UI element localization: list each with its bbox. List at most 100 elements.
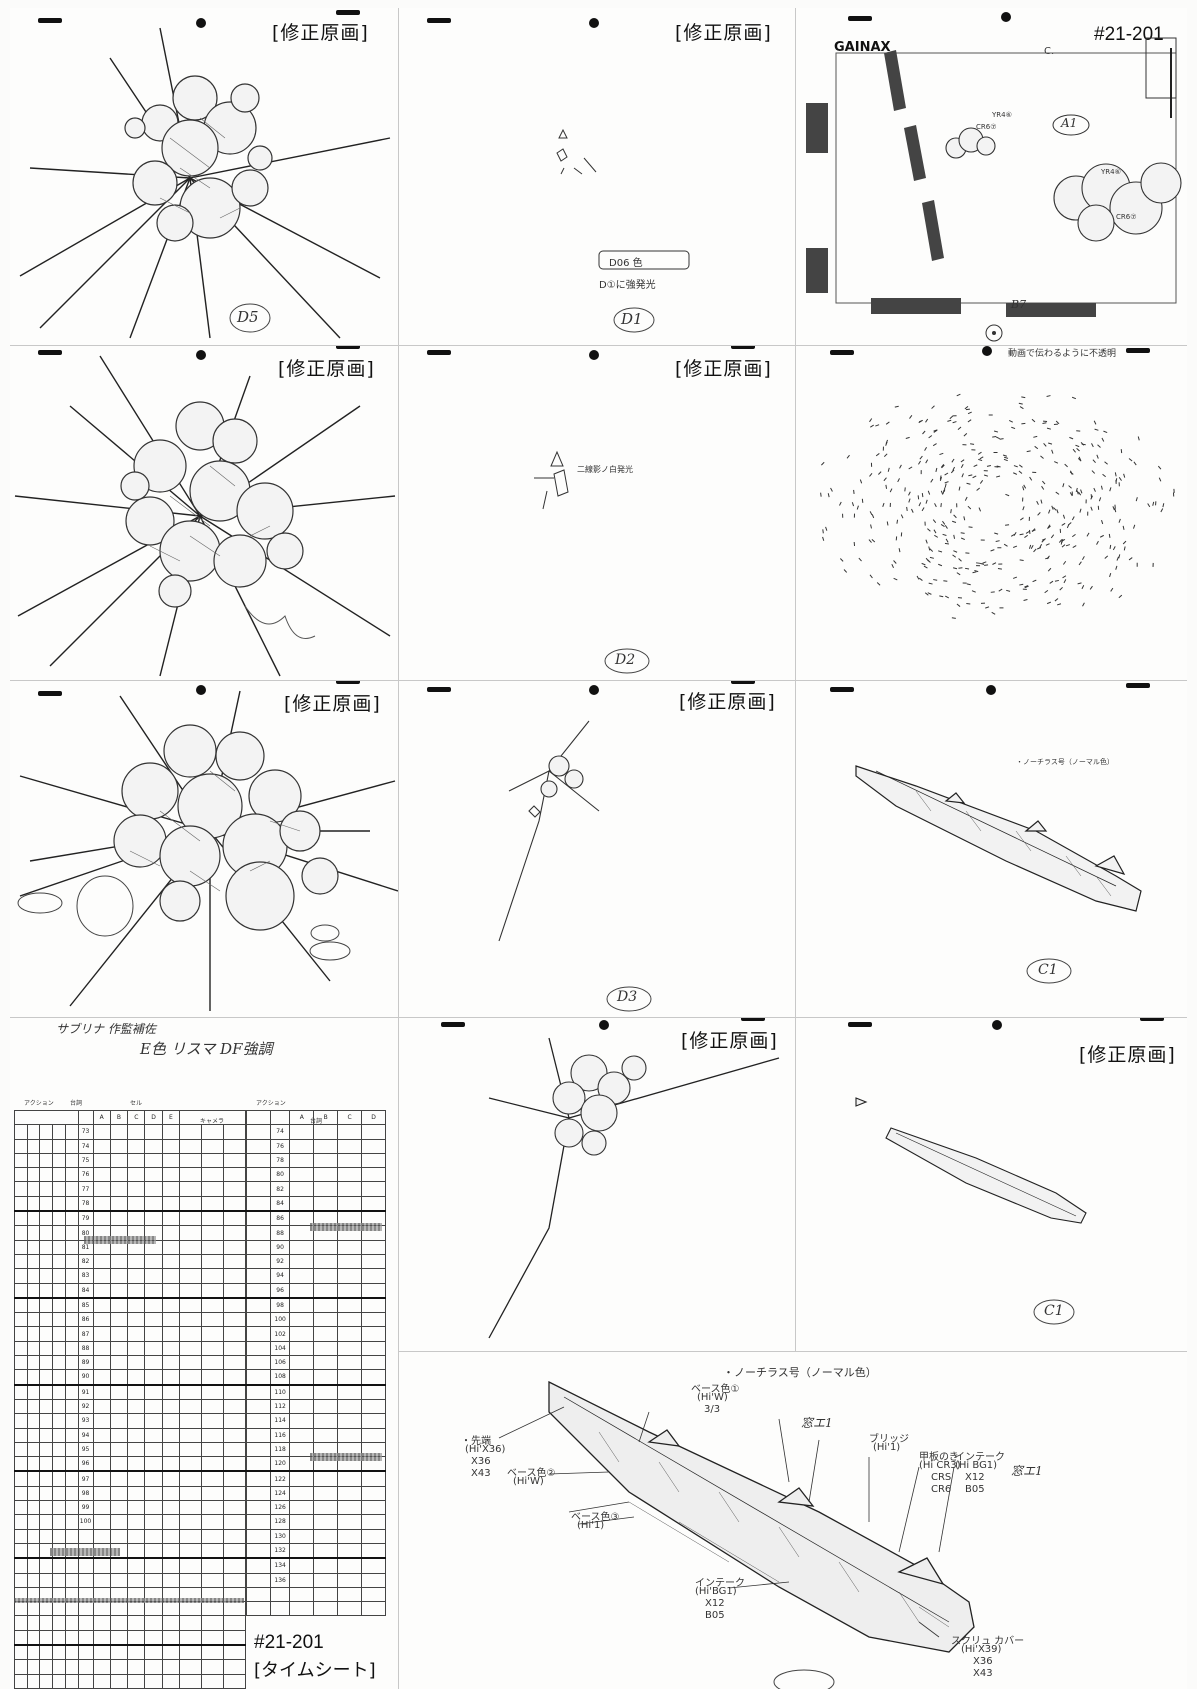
- debris-mark: [1049, 580, 1054, 584]
- debris-mark: [968, 474, 973, 477]
- debris-mark: [956, 603, 961, 607]
- debris-mark: [1033, 548, 1037, 553]
- debris-mark: [1096, 454, 1099, 459]
- timesheet-cell: [179, 1297, 203, 1314]
- drawing-panel-explosion-2: [修正原画]: [10, 346, 398, 680]
- drawing-panel-d3: [修正原画] D3: [399, 681, 795, 1017]
- debris-mark: [869, 418, 873, 423]
- timesheet-cell: [201, 1355, 224, 1371]
- timesheet-frame-number: 110: [269, 1384, 291, 1400]
- annotation-crs: CRS: [931, 1472, 952, 1483]
- peg-bar: [38, 691, 62, 696]
- timesheet-cell: [313, 1427, 339, 1443]
- debris-mark: [953, 534, 956, 539]
- timesheet-cell: [92, 1500, 111, 1516]
- debris-mark: [1047, 567, 1052, 572]
- timesheet-cell: [127, 1572, 146, 1588]
- timesheet-column-header: C: [337, 1109, 363, 1126]
- debris-mark: [977, 451, 982, 455]
- debris-mark: [887, 467, 890, 472]
- debris-mark: [953, 514, 957, 519]
- timesheet-cell: [222, 1355, 247, 1371]
- debris-mark: [1122, 540, 1127, 545]
- debris-mark: [917, 495, 920, 500]
- timesheet-frame-number: 74: [269, 1124, 291, 1140]
- debris-mark: [1061, 538, 1064, 543]
- timesheet-cell: [14, 1500, 28, 1516]
- timesheet-cell: [161, 1225, 181, 1241]
- debris-mark: [1003, 543, 1008, 547]
- debris-mark: [846, 454, 850, 459]
- annotation-intake-x12: X12: [965, 1472, 985, 1483]
- debris-mark: [1092, 459, 1096, 463]
- timesheet-cell: [246, 1369, 271, 1386]
- timesheet-cell: [109, 1312, 129, 1328]
- timesheet-cell: [26, 1557, 41, 1574]
- debris-mark: [1100, 485, 1103, 490]
- timesheet-smear: [14, 1598, 244, 1603]
- debris-mark: [921, 492, 924, 498]
- timesheet-cell: [109, 1601, 129, 1617]
- frame-mark: C.: [1044, 46, 1055, 57]
- timesheet-cell: [179, 1557, 203, 1574]
- timesheet-cell: [92, 1629, 111, 1646]
- debris-mark: [1063, 579, 1067, 584]
- debris-mark: [896, 519, 899, 524]
- timesheet-frame-number: 100: [269, 1312, 291, 1328]
- debris-mark: [1069, 471, 1074, 475]
- timesheet-cell: [337, 1239, 363, 1255]
- timesheet-cell: [144, 1340, 163, 1357]
- timesheet-cell: [52, 1181, 66, 1197]
- timesheet-cell: [92, 1398, 111, 1415]
- debris-mark: [869, 473, 873, 477]
- timesheet-cell: [14, 1557, 28, 1574]
- timesheet-cell: [39, 1500, 54, 1516]
- timesheet-cell: [246, 1528, 271, 1544]
- timesheet-cell: [201, 1542, 224, 1560]
- timesheet-frame-number: 98: [269, 1297, 291, 1314]
- timesheet-cell: [246, 1557, 271, 1574]
- timesheet-frame-number: 86: [77, 1312, 94, 1328]
- debris-mark: [893, 560, 897, 564]
- debris-mark: [1051, 505, 1054, 510]
- timesheet-column-header: C: [127, 1109, 146, 1126]
- timesheet-cell: [337, 1500, 363, 1516]
- timesheet-cell: [14, 1369, 28, 1386]
- timesheet-cell: [92, 1528, 111, 1544]
- correction-label: [修正原画]: [1079, 1044, 1176, 1066]
- timesheet-cell: [26, 1629, 41, 1646]
- debris-mark: [878, 471, 882, 475]
- annotation-base2-code: (Hi'W): [513, 1476, 544, 1487]
- timesheet-cell: [14, 1355, 28, 1371]
- debris-mark: [1077, 491, 1082, 496]
- debris-mark: [995, 436, 1000, 440]
- timesheet-cell: [52, 1456, 66, 1473]
- drawing-panel-a1: #21-201 GAINAX C. A1 YR4⑥ CR6⑦ YR4⑥ CR6⑦…: [796, 8, 1187, 345]
- timesheet-cell: [144, 1514, 163, 1530]
- timesheet-cell: [14, 1239, 28, 1255]
- timesheet-cell: [109, 1629, 129, 1646]
- timesheet-cell: [127, 1138, 146, 1154]
- timesheet-frame-number: [77, 1528, 94, 1544]
- debris-mark: [956, 393, 961, 397]
- debris-mark: [899, 464, 902, 469]
- peg-bar: [848, 16, 872, 21]
- debris-mark: [1029, 476, 1033, 481]
- timesheet-cell: [313, 1413, 339, 1429]
- timesheet-cell: [52, 1470, 66, 1487]
- debris-mark: [870, 424, 874, 428]
- timesheet-frame-number: 87: [77, 1326, 94, 1342]
- grid-divider-h3: [10, 1017, 1187, 1018]
- timesheet-cell: [39, 1427, 54, 1443]
- debris-mark: [1122, 525, 1125, 530]
- timesheet-cell: [179, 1528, 203, 1544]
- timesheet-cell: [246, 1427, 271, 1443]
- timesheet-frame-number: [77, 1601, 94, 1617]
- timesheet-cell: [179, 1225, 203, 1241]
- timesheet-cell: [64, 1644, 79, 1661]
- debris-mark: [1032, 579, 1037, 583]
- debris-mark: [1128, 458, 1133, 462]
- timesheet-cell: [64, 1441, 79, 1458]
- timesheet-cell: [109, 1167, 129, 1183]
